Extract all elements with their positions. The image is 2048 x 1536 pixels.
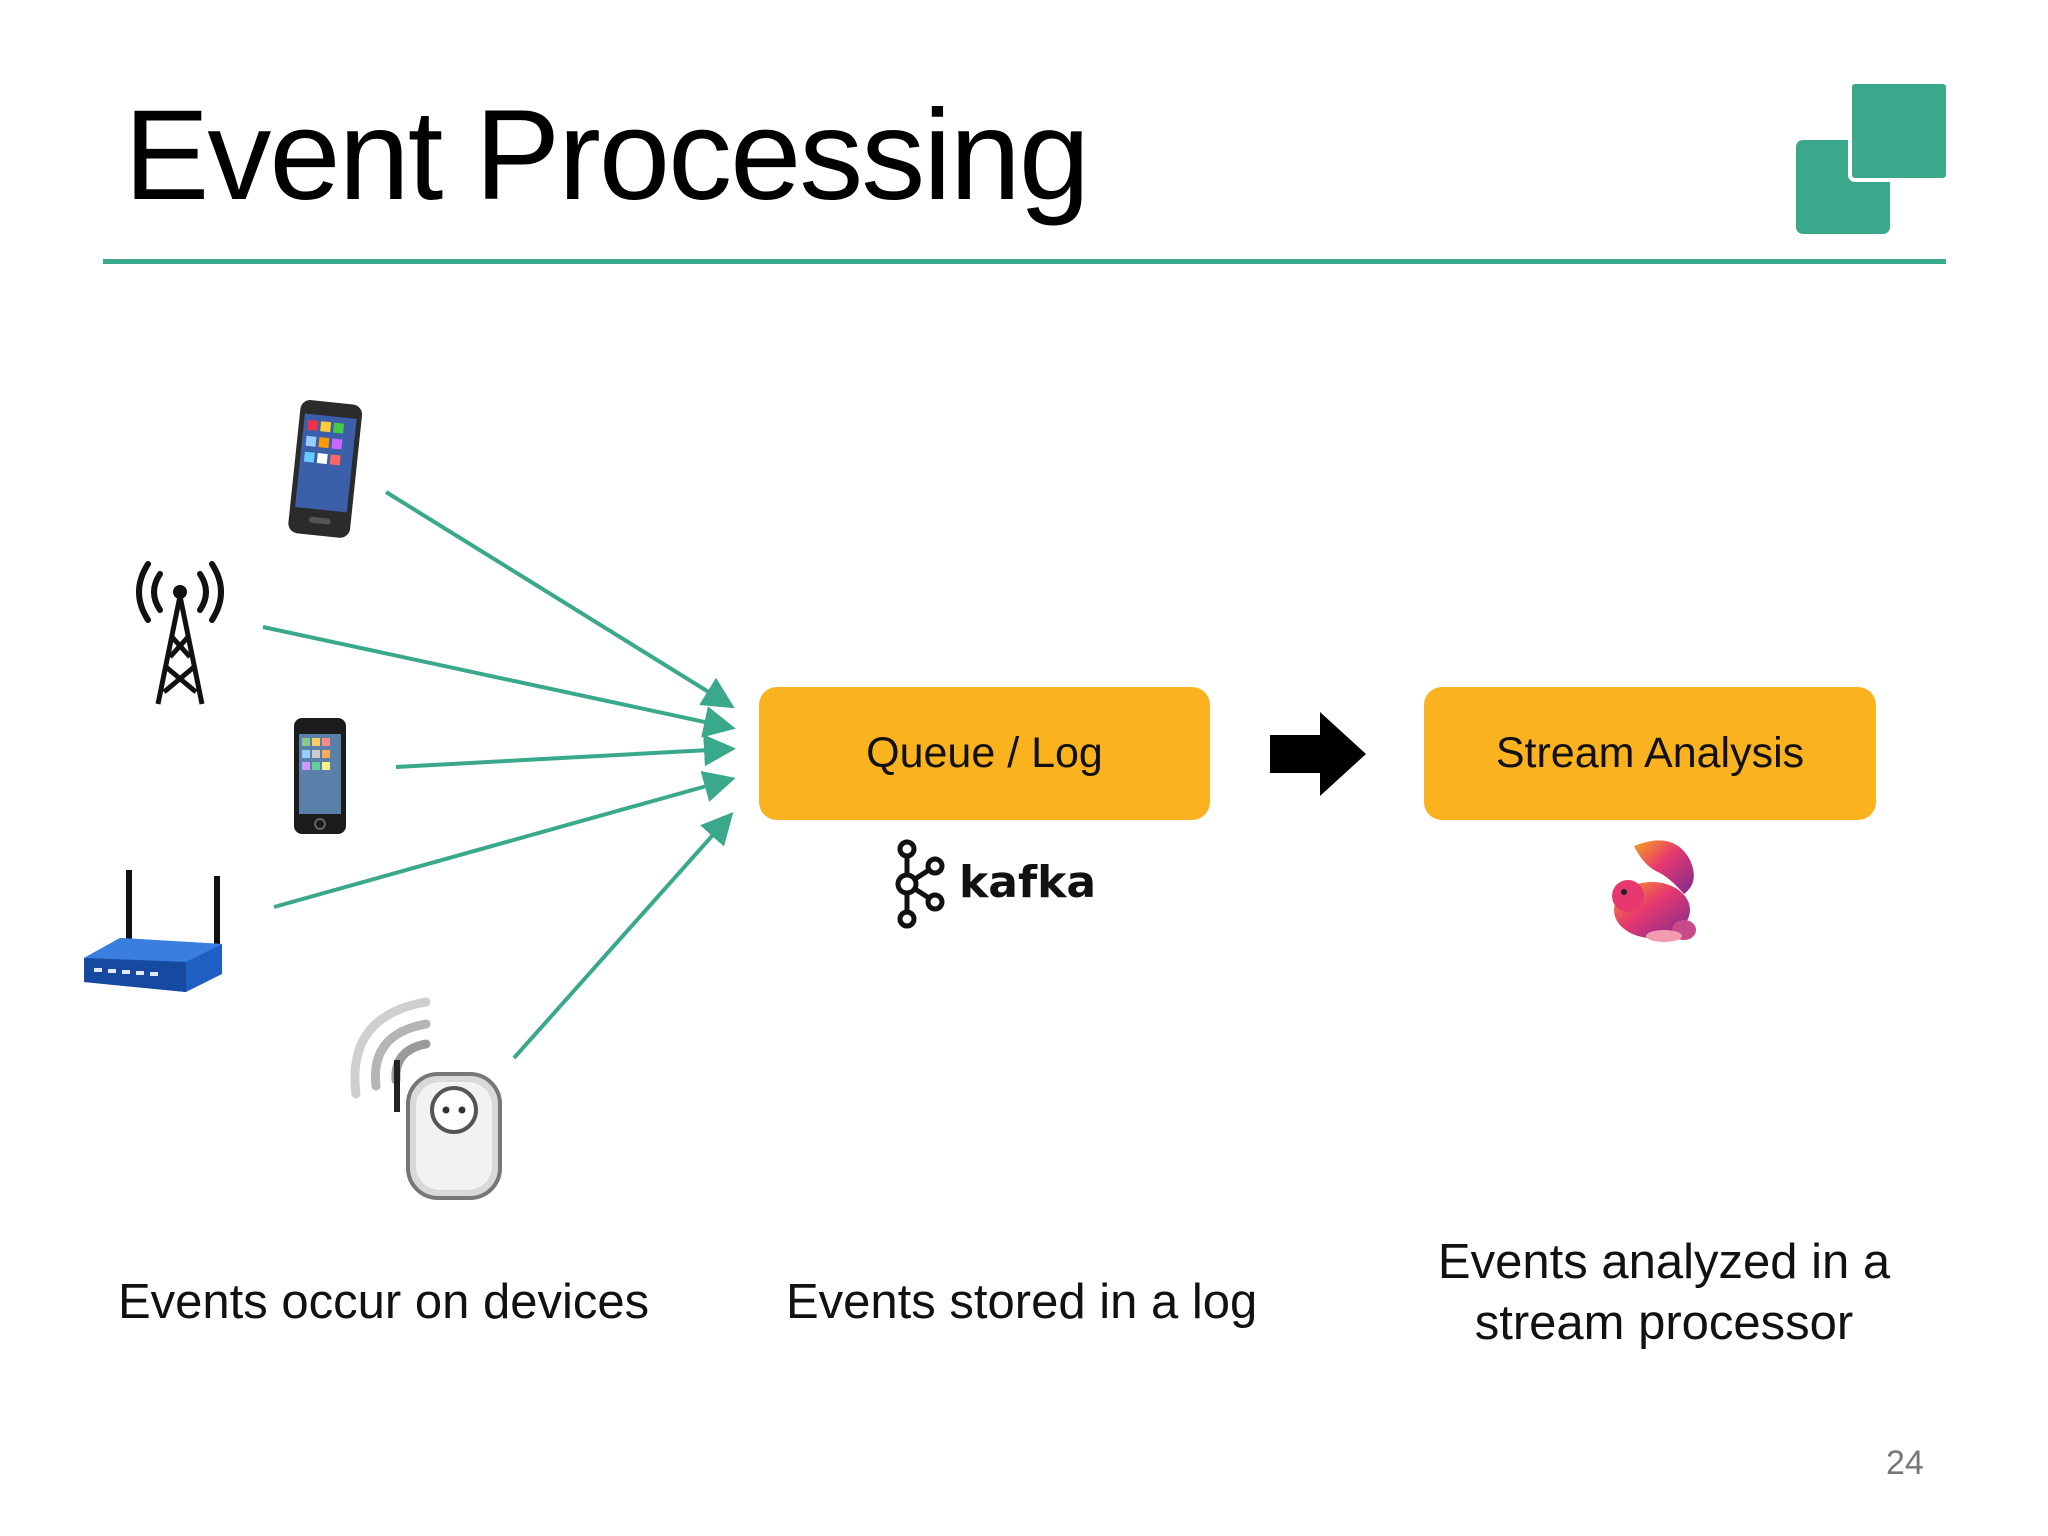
smart-plug-icon <box>350 997 502 1200</box>
brand-logo <box>1796 80 1950 236</box>
kafka-logo: kafka <box>893 839 1097 929</box>
smartphone-icon <box>288 400 363 538</box>
wifi-router-icon <box>84 870 222 992</box>
stream-analysis-box: Stream Analysis <box>1424 687 1876 820</box>
arrow-plug-to-queue <box>512 812 734 1060</box>
slide-title: Event Processing <box>124 84 1090 227</box>
arrow-router-to-queue <box>273 771 736 909</box>
caption-stream: Events analyzed in a stream processor <box>1404 1232 1924 1355</box>
title-divider <box>103 259 1946 264</box>
arrow-phone-to-queue <box>384 490 735 709</box>
stream-analysis-label: Stream Analysis <box>1495 729 1805 777</box>
flink-squirrel-icon <box>1612 840 1696 942</box>
queue-log-box: Queue / Log <box>759 687 1210 820</box>
caption-stream-line1: Events analyzed in a <box>1437 1235 1891 1289</box>
caption-stream-line2: stream processor <box>1474 1296 1854 1351</box>
queue-log-label: Queue / Log <box>866 729 1103 777</box>
radio-tower-icon <box>136 561 224 705</box>
flow-arrow-icon <box>1270 712 1366 796</box>
kafka-icon <box>895 839 945 929</box>
iphone-icon <box>294 718 346 834</box>
caption-log: Events stored in a log <box>786 1275 1258 1329</box>
page-number: 24 <box>1886 1444 1924 1482</box>
kafka-wordmark: kafka <box>959 857 1097 908</box>
arrow-iphone-to-queue <box>395 734 736 769</box>
arrow-tower-to-queue <box>262 625 736 738</box>
caption-devices: Events occur on devices <box>118 1275 650 1329</box>
logo-square-front <box>1848 80 1950 182</box>
